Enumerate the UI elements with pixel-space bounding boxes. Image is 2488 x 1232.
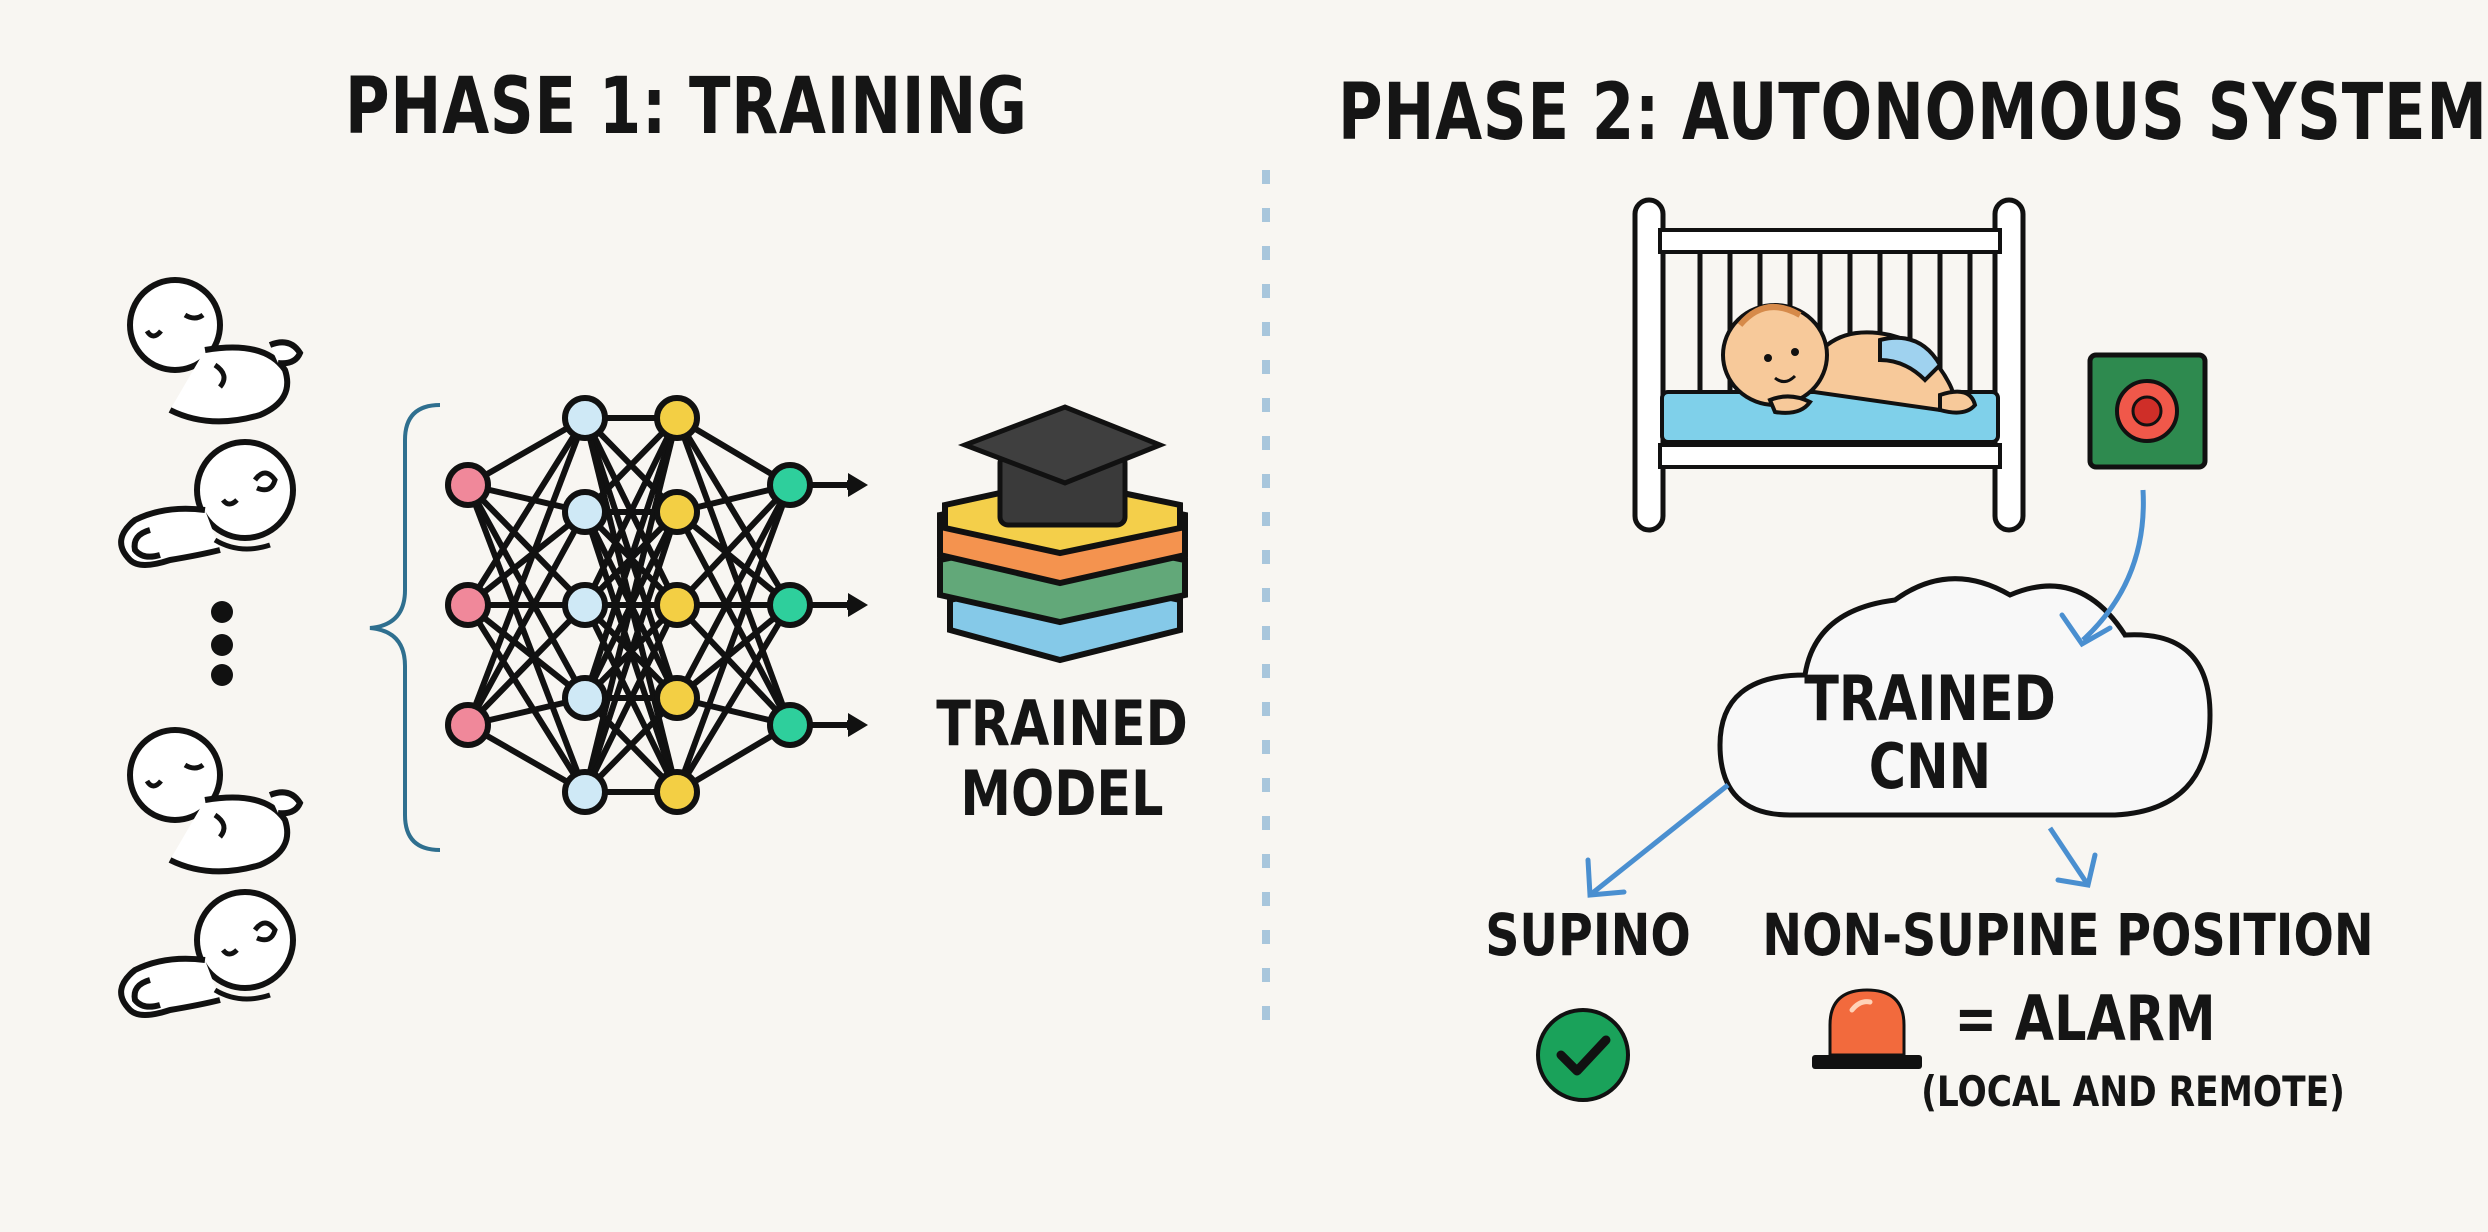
sleeping-baby-icon bbox=[130, 730, 300, 871]
nonsupine-label: NON-SUPINE POSITION bbox=[1762, 901, 2373, 969]
nn-node bbox=[562, 769, 608, 815]
nn-node bbox=[445, 702, 491, 748]
nn-edge bbox=[466, 509, 587, 608]
nn-edge bbox=[466, 602, 587, 701]
cloud-to-supine-arrow bbox=[1588, 783, 1730, 897]
nn-edge bbox=[674, 510, 793, 727]
alarm-label: = ALARM bbox=[1954, 983, 2215, 1055]
trained-model-line1: TRAINED bbox=[936, 688, 1188, 760]
brace-icon bbox=[369, 403, 441, 852]
neural-network-icon bbox=[445, 395, 868, 815]
nn-node bbox=[767, 702, 813, 748]
cloud-line2: CNN bbox=[1869, 731, 1991, 803]
sleeping-baby-icon bbox=[130, 280, 300, 421]
nn-edge bbox=[674, 416, 793, 727]
nn-edge bbox=[674, 603, 793, 794]
cloud-to-nonsupine-arrow bbox=[2047, 826, 2091, 887]
nn-edge bbox=[582, 511, 680, 793]
nn-edge bbox=[674, 602, 793, 728]
nn-edge bbox=[465, 603, 588, 794]
nn-node bbox=[767, 582, 813, 628]
nn-node bbox=[445, 462, 491, 508]
nn-edge bbox=[465, 510, 588, 727]
nn-node bbox=[654, 675, 700, 721]
nn-edge bbox=[674, 483, 793, 794]
nn-node bbox=[562, 489, 608, 535]
nn-node bbox=[562, 582, 608, 628]
sensor-to-cloud-arrow bbox=[2081, 489, 2146, 642]
nn-edge bbox=[674, 416, 793, 607]
nn-node bbox=[654, 489, 700, 535]
nn-edge bbox=[465, 416, 588, 607]
flow-arrows bbox=[1585, 489, 2146, 898]
nn-node bbox=[562, 395, 608, 441]
nn-edge bbox=[465, 483, 588, 700]
nn-node bbox=[445, 582, 491, 628]
sensor-camera-icon bbox=[2087, 352, 2208, 470]
supine-label: SUPINO bbox=[1485, 901, 1691, 969]
nn-edge bbox=[582, 416, 680, 607]
nn-node bbox=[562, 675, 608, 721]
nn-node bbox=[654, 769, 700, 815]
nn-output-arrowhead bbox=[848, 473, 868, 497]
nn-output-arrowhead bbox=[848, 593, 868, 617]
sleeping-baby-icon bbox=[121, 442, 293, 565]
nn-edge bbox=[674, 482, 793, 608]
nn-edge bbox=[465, 602, 588, 728]
nn-edge bbox=[465, 482, 588, 608]
sleeping-baby-icon bbox=[121, 892, 293, 1015]
nn-edge bbox=[582, 417, 680, 699]
trained-model-line2: MODEL bbox=[960, 758, 1163, 830]
nn-edge bbox=[465, 483, 588, 794]
graduation-cap-icon bbox=[957, 404, 1167, 528]
phase1-title: PHASE 1: TRAINING bbox=[345, 62, 1028, 152]
nn-edge bbox=[674, 483, 793, 700]
check-circle-icon bbox=[1536, 1008, 1630, 1102]
alarm-siren-icon bbox=[1812, 988, 1922, 1069]
nn-edge bbox=[465, 416, 588, 727]
crib-icon bbox=[1632, 197, 2026, 533]
nn-output-arrowhead bbox=[848, 713, 868, 737]
diagram-canvas: TRAINED MODEL TRAINED bbox=[0, 170, 2374, 1117]
nn-edge bbox=[675, 509, 792, 608]
nn-node bbox=[654, 395, 700, 441]
nn-edge bbox=[675, 602, 792, 701]
alarm-sub-label: (LOCAL AND REMOTE) bbox=[1921, 1068, 2345, 1117]
nn-node bbox=[654, 582, 700, 628]
nn-edge bbox=[582, 603, 680, 794]
nn-node bbox=[767, 462, 813, 508]
phase2-title: PHASE 2: AUTONOMOUS SYSTEM bbox=[1338, 68, 2488, 158]
cloud-line1: TRAINED bbox=[1804, 663, 2056, 735]
ellipsis-dots-icon bbox=[211, 601, 233, 686]
nn-edge bbox=[582, 417, 680, 793]
